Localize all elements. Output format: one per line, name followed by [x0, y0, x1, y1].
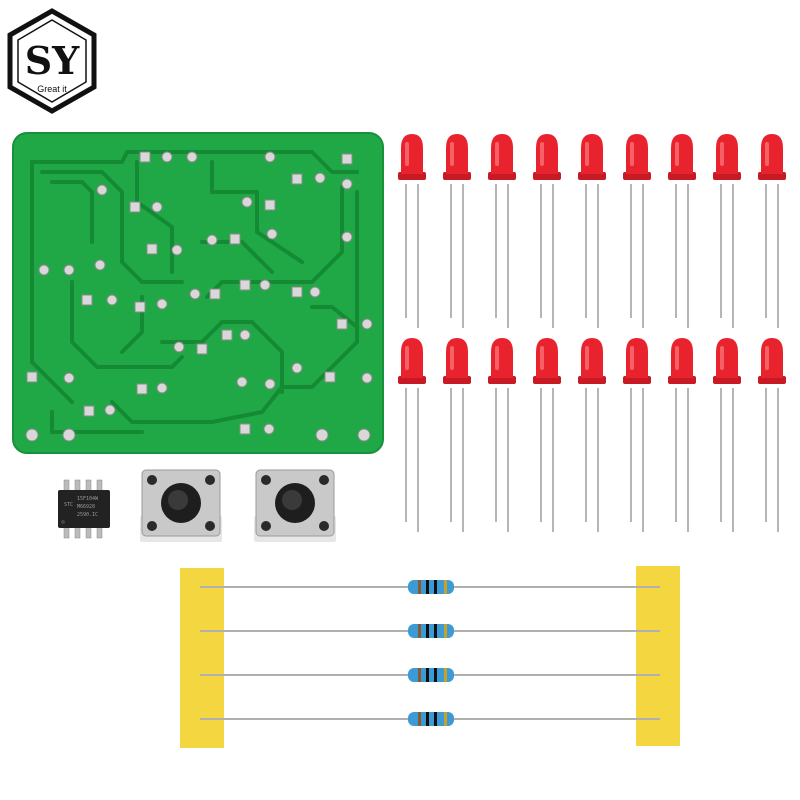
- logo-letters: SY: [25, 38, 80, 83]
- resistor-strip: [180, 566, 680, 748]
- chip-marking-1: STC: [64, 502, 73, 508]
- tape-right: [636, 566, 680, 746]
- red-led: [668, 134, 696, 328]
- brand-logo: SY Great it: [7, 8, 97, 114]
- resistor: [200, 712, 660, 726]
- tactile-button: [140, 469, 222, 542]
- ic-chip: STC 15F104W M66928 2590.IC: [58, 479, 110, 539]
- chip-marking-3: M66928: [77, 504, 95, 510]
- red-led: [443, 338, 471, 532]
- red-led: [713, 134, 741, 328]
- red-led: [533, 134, 561, 328]
- red-led: [623, 338, 651, 532]
- resistor: [200, 668, 660, 682]
- chip-marking-2: 15F104W: [77, 496, 99, 502]
- red-led: [758, 338, 786, 532]
- led-array: [398, 134, 786, 532]
- red-led: [578, 338, 606, 532]
- red-led: [533, 338, 561, 532]
- red-led: [398, 134, 426, 328]
- red-led: [398, 338, 426, 532]
- chip-marking-4: 2590.IC: [77, 512, 98, 518]
- red-led: [713, 338, 741, 532]
- tactile-button: [254, 469, 336, 542]
- red-led: [578, 134, 606, 328]
- resistor: [200, 580, 660, 594]
- logo-tagline: Great it: [37, 84, 67, 94]
- tape-left: [180, 568, 224, 748]
- resistor: [200, 624, 660, 638]
- red-led: [443, 134, 471, 328]
- red-led: [758, 134, 786, 328]
- red-led: [488, 134, 516, 328]
- pcb-board: [12, 132, 384, 454]
- red-led: [668, 338, 696, 532]
- red-led: [488, 338, 516, 532]
- red-led: [623, 134, 651, 328]
